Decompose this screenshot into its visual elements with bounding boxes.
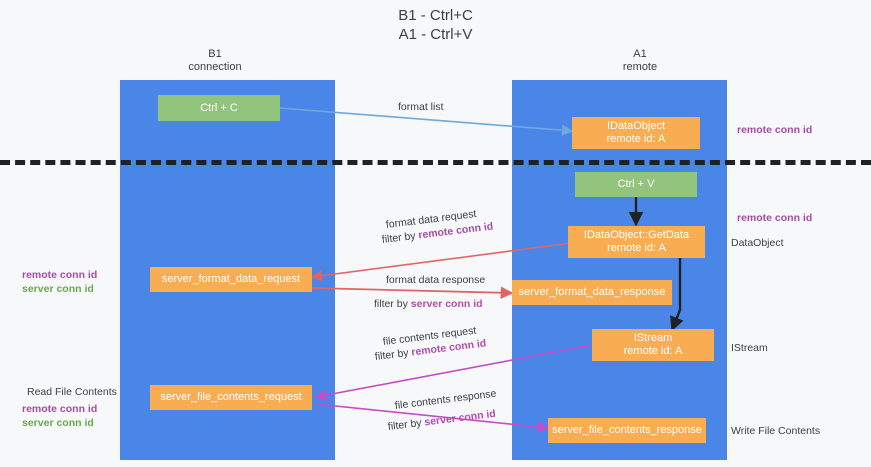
filter-prefix: filter by — [374, 298, 411, 310]
node-ctrl-v[interactable]: Ctrl + V — [575, 172, 697, 197]
node-server-format-data-response[interactable]: server_format_data_response — [512, 280, 672, 305]
node-idataobject-getdata[interactable]: IDataObject::GetData remote id: A — [568, 226, 705, 258]
filter-prefix: filter by — [381, 229, 420, 246]
side-label-left-remote-conn-id-2: remote conn id — [22, 403, 98, 415]
connector-format-data-response — [311, 286, 514, 300]
filter-key-server-conn-id: server conn id — [423, 407, 497, 429]
filter-key-server-conn-id: server conn id — [410, 298, 483, 310]
side-label-left-remote-conn-id: remote conn id — [22, 269, 98, 281]
side-label-read-file-contents: Read File Contents — [27, 386, 117, 398]
side-label-remote-conn-id-top: remote conn id — [737, 124, 813, 136]
filter-prefix: filter by — [387, 416, 426, 433]
side-label-left-server-conn-id: server conn id — [22, 283, 94, 295]
edge-label-format-data-response: format data response — [386, 274, 486, 286]
edge-label-format-list: format list — [398, 101, 444, 113]
node-idataobject[interactable]: IDataObject remote id: A — [572, 117, 700, 149]
side-label-dataobject: DataObject — [731, 237, 784, 249]
column-header-left: B1 connection — [188, 48, 242, 73]
section-divider — [0, 160, 871, 165]
node-server-file-contents-request[interactable]: server_file_contents_request — [150, 385, 312, 410]
node-server-file-contents-response[interactable]: server_file_contents_response — [548, 418, 706, 443]
node-ctrl-c[interactable]: Ctrl + C — [158, 95, 280, 121]
node-server-format-data-request[interactable]: server_format_data_request — [150, 267, 312, 292]
edge-label-format-data-response-filter: filter by server conn id — [374, 298, 483, 311]
side-label-write-file-contents: Write File Contents — [731, 425, 821, 437]
node-istream[interactable]: IStream remote id: A — [592, 329, 714, 361]
diagram-title: B1 - Ctrl+C A1 - Ctrl+V — [398, 7, 473, 43]
filter-prefix: filter by — [374, 346, 413, 363]
side-label-istream: IStream — [731, 342, 768, 354]
column-header-right: A1 remote — [622, 48, 658, 73]
side-label-left-server-conn-id-2: server conn id — [22, 417, 94, 429]
side-label-remote-conn-id-mid: remote conn id — [737, 212, 813, 224]
